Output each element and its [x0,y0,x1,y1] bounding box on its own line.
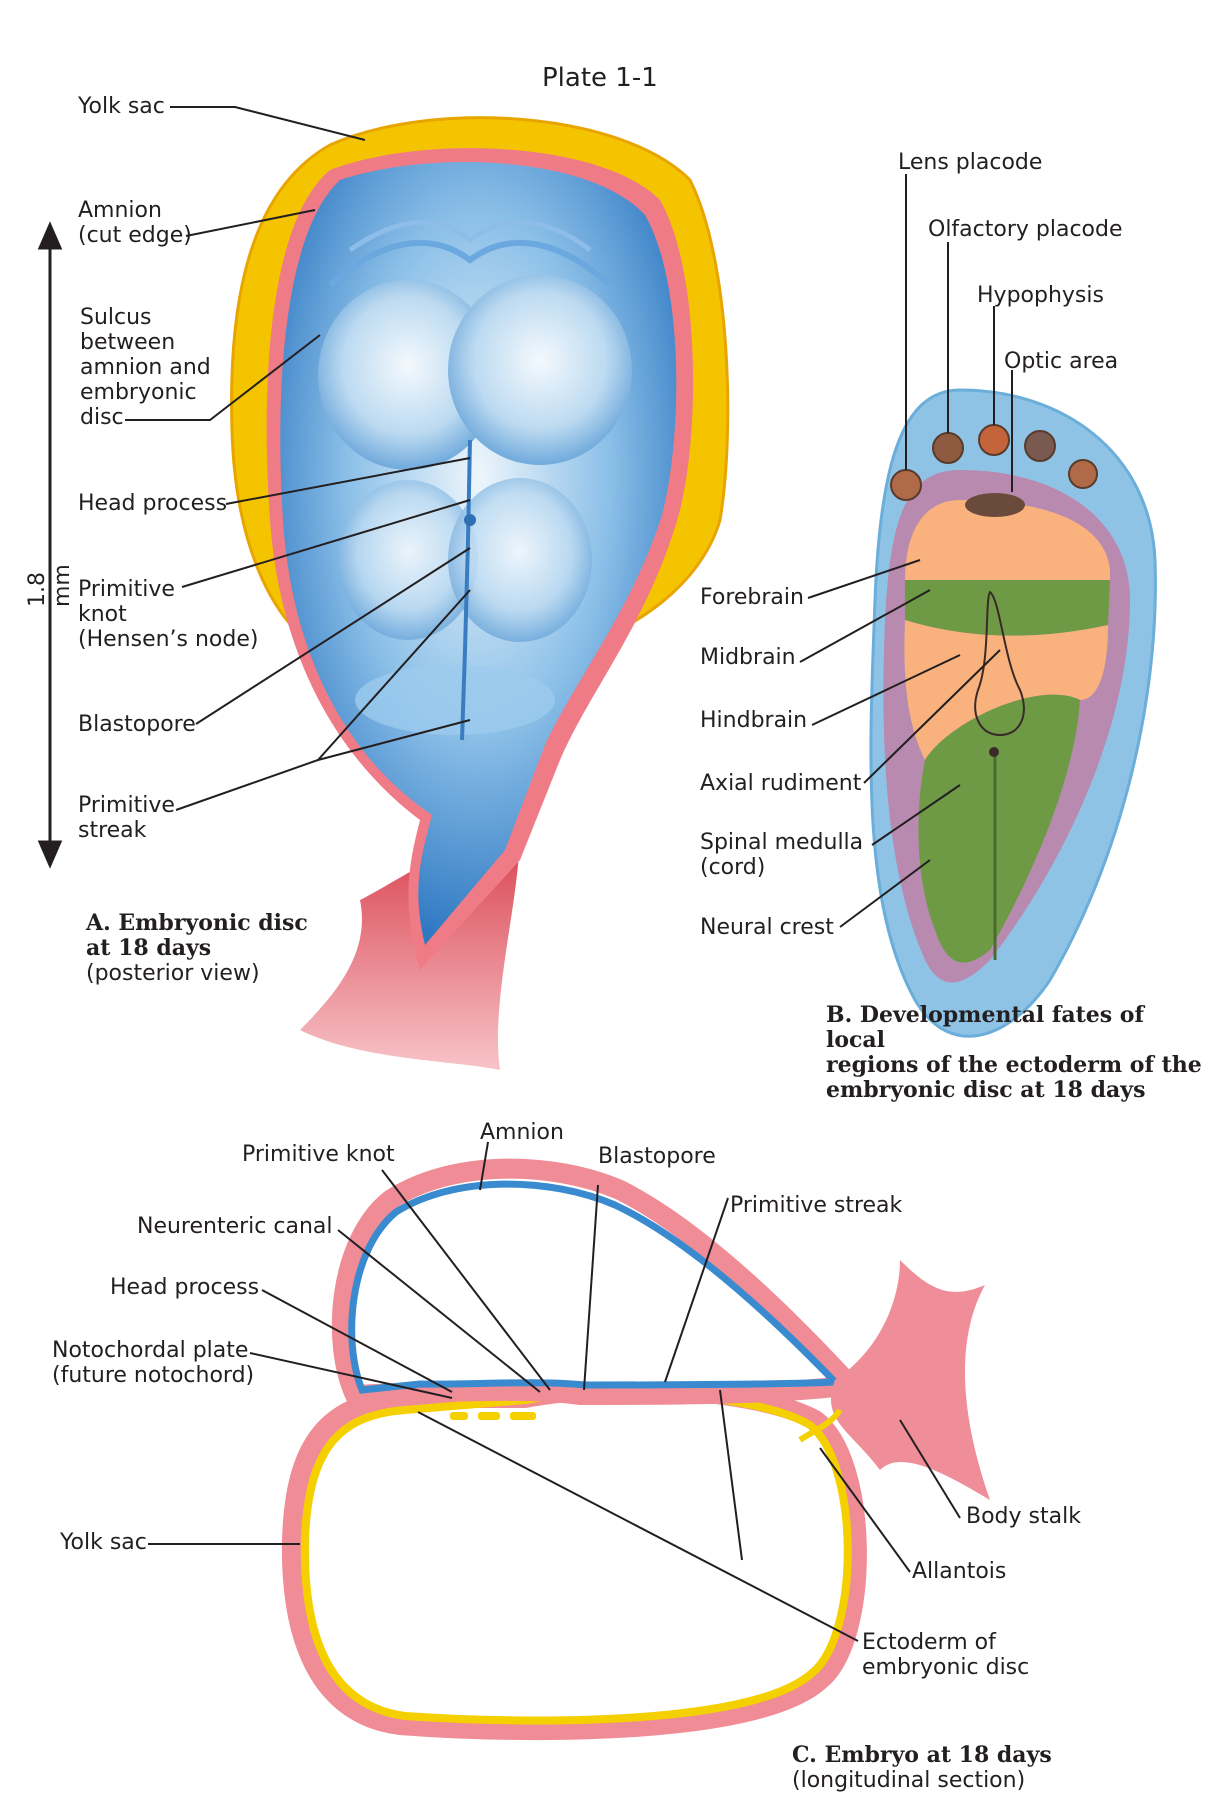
midbrain-region [905,580,1110,636]
panel-c-subtitle: (longitudinal section) [792,1768,1026,1793]
label-midbrain: Midbrain [700,645,796,670]
notochord-bit-1 [450,1412,468,1420]
spinal-region [918,694,1080,963]
label-head-process-c: Head process [110,1275,260,1300]
panel-a-artwork [230,116,730,1070]
label-blastopore-a: Blastopore [78,712,196,737]
cranial-folds [327,239,613,288]
panel-a-title: A. Embryonic disc at 18 days [86,910,308,961]
panel-a-caption: A. Embryonic disc at 18 days (posterior … [86,886,308,1011]
lower-lobe-right [448,478,592,642]
label-allantois: Allantois [912,1559,1007,1584]
node-dot [989,747,999,757]
label-ectoderm: Ectoderm of embryonic disc [862,1630,1030,1680]
panel-c-title: C. Embryo at 18 days [792,1742,1052,1768]
amniotic-cavity-c [331,1158,871,1406]
label-blastopore-c: Blastopore [598,1144,716,1169]
hypophysis-dot [978,424,1010,456]
label-amnion-c: Amnion [480,1120,564,1145]
label-hypophysis: Hypophysis [977,283,1104,308]
yolk-sac-c [281,1379,867,1741]
label-body-stalk: Body stalk [966,1504,1081,1529]
label-yolk-sac-c: Yolk sac [60,1530,147,1555]
label-forebrain: Forebrain [700,585,804,610]
panel-c-artwork [281,1158,990,1741]
label-head-process-a: Head process [78,491,228,516]
placode-dot-5 [1068,459,1098,489]
label-neural-crest: Neural crest [700,915,834,940]
plate-title: Plate 1-1 [542,63,658,93]
label-primitive-streak-a: Primitive streak [78,793,175,843]
label-primitive-streak-c: Primitive streak [730,1193,903,1218]
label-neurenteric-canal: Neurenteric canal [137,1214,333,1239]
hindbrain-region [904,620,1108,760]
yolk-endoderm-c [300,1389,852,1725]
cranial-folds-2 [348,219,592,253]
olfactory-placode-dot [932,432,964,464]
label-axial-rudiment: Axial rudiment [700,771,862,796]
panel-b-artwork [869,388,1157,1038]
label-optic-area: Optic area [1004,349,1119,374]
head-lobe-left [318,280,498,470]
placode-dot-4 [1024,430,1056,462]
label-yolk-sac-a: Yolk sac [78,94,165,119]
forebrain-region [905,500,1110,580]
label-primitive-knot-a: Primitive knot (Hensen’s node) [78,577,259,652]
head-lobe-right [448,275,632,465]
panel-a-subtitle: (posterior view) [86,961,260,986]
lens-placode-dot [890,469,922,501]
panel-b-leaders [799,174,1013,928]
label-lens-placode: Lens placode [898,150,1043,175]
label-notochordal-plate: Notochordal plate (future notochord) [52,1338,255,1388]
label-spinal-medulla: Spinal medulla (cord) [700,830,864,880]
allantois-c [798,1408,843,1443]
notochord-bit-3 [510,1412,536,1420]
scale-label: 1.8 mm [25,564,75,607]
ectoderm-c [348,1180,843,1394]
label-primitive-knot-c: Primitive knot [242,1142,395,1167]
panel-a-leaders [125,106,471,811]
notochord-bit-2 [478,1412,500,1420]
optic-area-shape [965,493,1025,517]
label-amnion-cut-edge: Amnion (cut edge) [78,198,192,248]
scale-arrow [37,221,63,869]
panel-c-leaders [148,1141,961,1642]
panel-c-caption: C. Embryo at 18 days (longitudinal secti… [792,1718,1052,1818]
body-stalk-c [831,1260,990,1500]
label-hindbrain: Hindbrain [700,708,808,733]
panel-b-title: B. Developmental fates of local regions … [826,1002,1202,1103]
label-sulcus: Sulcus between amnion and embryonic disc [80,305,211,430]
axial-rudiment-shape [974,590,1025,737]
label-olfactory-placode: Olfactory placode [928,217,1123,242]
primitive-knot-mark [464,514,476,526]
lower-lobe-left [338,480,478,640]
caudal-fold [355,665,555,735]
